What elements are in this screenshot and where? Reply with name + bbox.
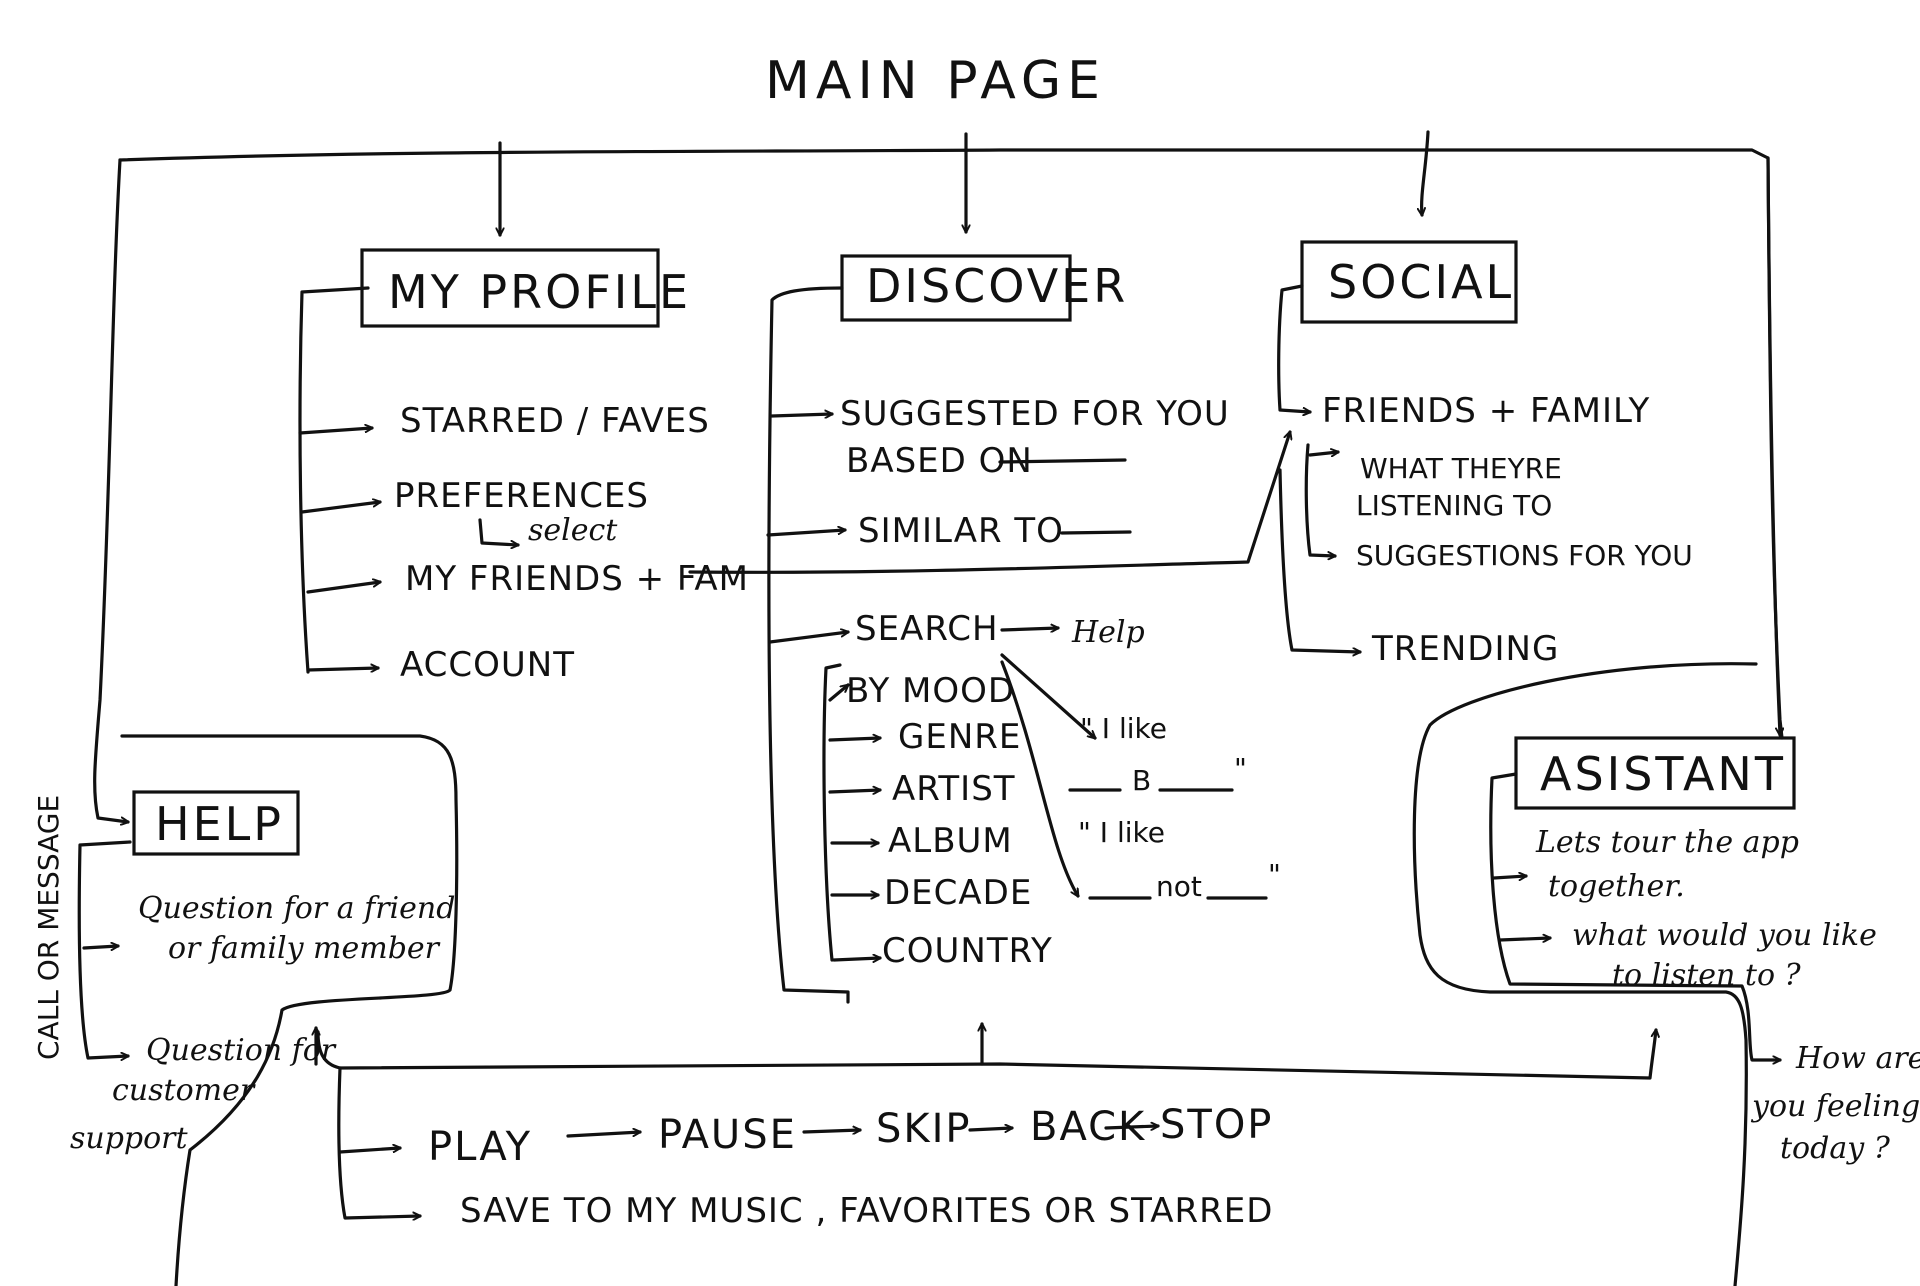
control-back: BACK <box>1030 1104 1146 1150</box>
control-pause: PAUSE <box>658 1112 797 1158</box>
discover-artist: ARTIST <box>892 769 1016 809</box>
assistant-title: ASISTANT <box>1540 747 1786 801</box>
help-friend-1: Question for a friend <box>138 891 455 926</box>
mood-example-not: not <box>1156 870 1202 903</box>
profile-account: ACCOUNT <box>400 645 575 685</box>
assistant-feel-3: today ? <box>1780 1131 1891 1166</box>
social-what-theyre: WHAT THEYRE <box>1360 452 1562 485</box>
mood-example-b: B <box>1132 764 1151 797</box>
mood-example-quote-2: " <box>1268 858 1281 891</box>
control-skip: SKIP <box>876 1106 972 1152</box>
my-profile-section: MY PROFILE STARRED / FAVES PREFERENCES s… <box>298 248 749 685</box>
profile-friends-fam: MY FRIENDS + FAM <box>405 559 749 599</box>
discover-based-on: BASED ON <box>846 441 1033 481</box>
discover-by-mood: BY MOOD <box>846 671 1015 711</box>
help-side-label: CALL OR MESSAGE <box>32 795 65 1060</box>
help-cust-2: customer <box>112 1073 256 1108</box>
social-suggestions: SUGGESTIONS FOR YOU <box>1356 539 1693 572</box>
social-title: SOCIAL <box>1328 255 1514 309</box>
discover-suggested: SUGGESTED FOR YOU <box>840 394 1230 434</box>
assistant-listen-2: to listen to ? <box>1612 958 1802 993</box>
control-stop: STOP <box>1160 1102 1273 1148</box>
control-play: PLAY <box>428 1124 532 1170</box>
controls-section: PLAY PAUSE SKIP BACK STOP SAVE TO MY MUS… <box>316 1022 1656 1231</box>
discover-genre: GENRE <box>898 717 1021 757</box>
assistant-feel-1: How are <box>1795 1041 1920 1076</box>
profile-select: select <box>528 513 618 548</box>
discover-section: DISCOVER SUGGESTED FOR YOU BASED ON SIMI… <box>766 254 1281 1004</box>
my-profile-title: MY PROFILE <box>388 265 691 319</box>
help-friend-2: or family member <box>168 931 441 966</box>
assistant-feel-2: you feeling <box>1750 1089 1920 1124</box>
discover-search: SEARCH <box>855 609 999 649</box>
top-connector-lines <box>93 130 1782 822</box>
help-cust-3: support <box>70 1121 189 1156</box>
help-title: HELP <box>155 797 284 851</box>
assistant-tour-2: together. <box>1548 869 1685 904</box>
page-title: MAIN PAGE <box>765 51 1106 111</box>
discover-title: DISCOVER <box>866 259 1128 313</box>
mood-example-i-like: " I like <box>1080 712 1167 745</box>
help-section: HELP CALL OR MESSAGE Question for a frie… <box>32 734 459 1286</box>
help-box <box>132 790 300 856</box>
friends-to-social-link <box>688 432 1290 574</box>
assistant-tour-1: Lets tour the app <box>1535 825 1799 860</box>
mood-example-i-like-2: " I like <box>1078 816 1165 849</box>
social-listening-to: LISTENING TO <box>1356 489 1552 522</box>
profile-preferences: PREFERENCES <box>394 476 649 516</box>
control-save: SAVE TO MY MUSIC , FAVORITES OR STARRED <box>460 1191 1273 1231</box>
discover-similar-to: SIMILAR TO <box>858 511 1064 551</box>
discover-search-help: Help <box>1071 615 1145 650</box>
assistant-section: ASISTANT Lets tour the app together. wha… <box>1412 662 1920 1286</box>
social-section: SOCIAL FRIENDS + FAMILY WHAT THEYRE LIST… <box>1277 240 1693 669</box>
discover-decade: DECADE <box>884 873 1032 913</box>
mood-example-quote: " <box>1234 752 1247 785</box>
social-trending: TRENDING <box>1371 629 1559 669</box>
help-cust-1: Question for <box>146 1033 337 1068</box>
discover-country: COUNTRY <box>882 931 1053 971</box>
profile-starred: STARRED / FAVES <box>400 401 710 441</box>
social-box <box>1300 240 1518 324</box>
social-friends-family: FRIENDS + FAMILY <box>1322 391 1650 431</box>
assistant-listen-1: what would you like <box>1572 918 1877 953</box>
discover-album: ALBUM <box>888 821 1013 861</box>
